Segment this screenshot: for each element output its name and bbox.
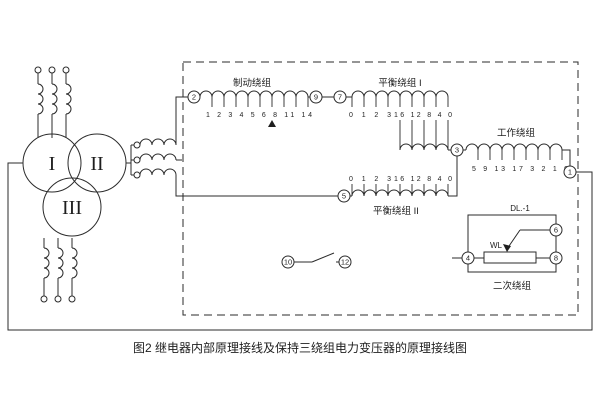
balance-winding-2: 平衡绕组 II 0 1 2 3 16 12 8 4 0 [349,176,452,217]
transformer-winding-1-label: I [49,153,56,175]
terminal-12-number: 12 [341,258,349,267]
braking-winding: 制动绕组 1 2 3 4 5 6 8 11 14 [199,77,312,127]
transformer-winding-3-label: III [62,197,82,219]
right-group-node-3 [133,171,141,179]
terminal-12-circle [338,255,352,269]
bottom-lead-lines [43,238,73,296]
balance1-secondary-row-coil [399,143,449,151]
terminal-5-circle [337,189,351,203]
secondary-winding-label: 二次绕组 [493,280,532,292]
balance2-tap-numbers-left: 0 1 2 3 [349,176,391,183]
balance1-taps [351,97,449,107]
relay-device-label: DL.-1 [510,204,530,213]
balance-winding-1-label: 平衡绕组 I [378,77,421,89]
top-lead-node-3 [62,66,70,74]
terminal-6: 6 [549,223,563,237]
right-group-node-2 [133,156,141,164]
secondary-box [467,214,557,273]
terminal-8-number: 8 [554,254,558,263]
terminals: 2 9 7 3 1 5 10 12 [187,90,577,269]
terminal-9: 9 [309,90,323,104]
terminal-7-number: 7 [338,93,342,102]
terminal-5: 5 [337,189,351,203]
terminal-1-number: 1 [568,168,572,177]
balance1-tap-numbers-left: 0 1 2 3 [349,112,391,119]
bottom-lead-coils [43,247,78,279]
top-lead-node-1 [34,66,42,74]
working-winding-label: 工作绕组 [497,127,536,139]
balance1-coil [351,90,449,98]
working-coil [465,143,563,151]
bottom-lead-node-2 [54,295,62,303]
braking-coil [199,90,309,98]
working-winding: 工作绕组 5 9 13 17 3 2 1 0 [465,127,568,173]
potentiometer-arrow-icon [503,244,511,252]
terminal-9-number: 9 [314,93,318,102]
terminal-4-number: 4 [466,254,470,263]
relay-boundary-box [182,61,579,316]
terminal-12: 12 [338,255,352,269]
secondary-element: DL.-1 WL 二次绕组 [452,204,557,292]
terminal-2-number: 2 [192,93,196,102]
contact-switch [294,252,339,263]
winding-group-top [34,66,72,138]
terminal-10: 10 [281,255,295,269]
terminal-4-circle [461,251,475,265]
switch-blade [294,252,339,263]
setting-marker-icon [268,120,276,127]
terminal-4: 4 [461,251,475,265]
terminal-9-circle [309,90,323,104]
braking-taps [211,97,309,107]
terminal-3-circle [450,143,464,157]
balance-winding-2-label: 平衡绕组 II [373,205,419,217]
top-lead-coils [37,83,72,115]
transformer-winding-3-circle [42,177,102,237]
braking-winding-label: 制动绕组 [233,77,272,89]
top-lead-node-2 [48,66,56,74]
bottom-lead-node-3 [68,295,76,303]
terminal-1-circle [563,165,577,179]
terminal-5-number: 5 [342,192,346,201]
secondary-wires [452,229,550,259]
balance-winding-1: 平衡绕组 I 0 1 2 3 16 12 8 4 0 [349,77,452,151]
terminal-10-number: 10 [284,258,292,267]
terminal-6-circle [549,223,563,237]
balance2-tap-numbers-right: 16 12 8 4 0 [394,176,452,183]
terminal-3-number: 3 [455,146,459,155]
top-lead-lines [37,73,67,138]
resistor-label: WL [490,241,503,250]
balance1-tap-numbers-right: 16 12 8 4 0 [394,112,452,119]
terminal-10-circle [281,255,295,269]
right-group-coils [139,138,177,176]
terminal-7: 7 [333,90,347,104]
winding-group-bottom [40,238,78,303]
terminal-2: 2 [187,90,201,104]
terminal-1: 1 [563,165,577,179]
wiring-lines [7,96,593,331]
terminal-7-circle [333,90,347,104]
working-taps [477,150,563,160]
terminal-3: 3 [450,143,464,157]
terminal-6-number: 6 [554,226,558,235]
balance1-drop-lines [399,120,449,150]
balance2-taps [351,184,449,196]
resistor-body [483,251,537,264]
terminal-8: 8 [549,251,563,265]
figure-caption: 图2 继电器内部原理接线及保持三绕组电力变压器的原理接线图 [133,340,467,355]
winding-group-right [126,138,177,179]
right-group-links [126,144,134,176]
transformer-winding-2-label: II [90,153,103,175]
braking-tap-numbers: 1 2 3 4 5 6 8 11 14 [206,112,312,119]
transformer: I II III [22,133,127,237]
terminal-2-circle [187,90,201,104]
working-tap-numbers: 5 9 13 17 3 2 1 0 [472,166,568,173]
terminal-8-circle [549,251,563,265]
right-group-node-1 [133,141,141,149]
bottom-lead-node-1 [40,295,48,303]
